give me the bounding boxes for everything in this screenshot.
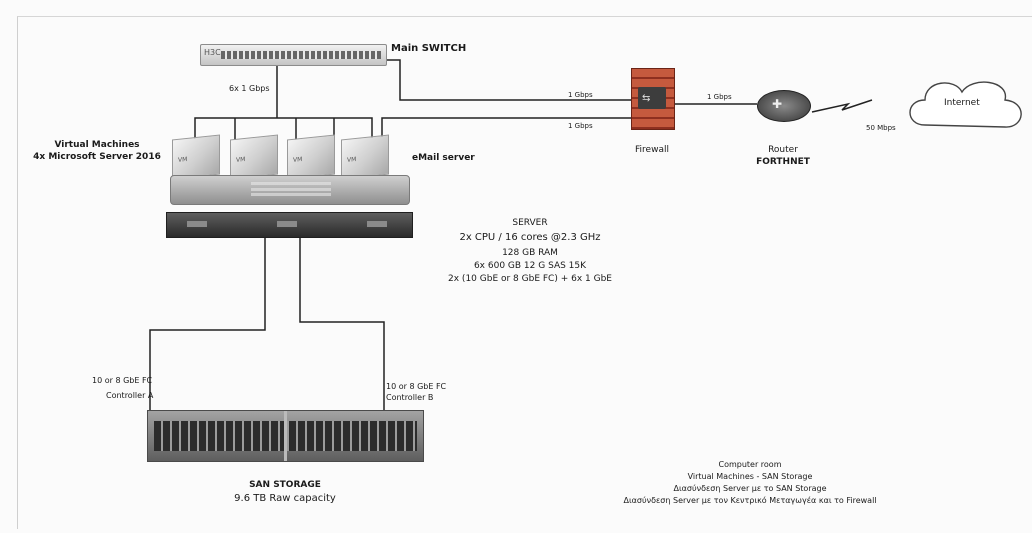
switch-firewall-line: [383, 59, 633, 101]
vm-icon: VM: [287, 134, 335, 180]
switch-firewall-speed: 1 Gbps: [568, 91, 593, 99]
caption-line-1: Computer room: [718, 460, 782, 469]
main-switch-label: Main SWITCH: [391, 43, 467, 54]
email-server-label: eMail server: [412, 153, 475, 163]
internet-label: Internet: [944, 98, 980, 108]
controller-b-speed: 10 or 8 GbE FC: [386, 382, 447, 391]
controller-a-name: Controller A: [106, 391, 154, 400]
firewall-label: Firewall: [635, 145, 669, 155]
server-spec-ram: 128 GB RAM: [502, 248, 558, 258]
vms-title: Virtual Machines: [54, 140, 140, 150]
firewall-icon: ⇆: [631, 68, 675, 130]
caption-line-4: Διασύνδεση Server με τον Κεντρικό Μεταγω…: [623, 496, 877, 505]
hypervisor-host-icon: [170, 175, 410, 205]
caption-line-2: Virtual Machines - SAN Storage: [687, 472, 813, 481]
server-firewall-line: [381, 117, 633, 140]
server-title: SERVER: [512, 218, 548, 228]
router-internet-speed: 50 Mbps: [866, 124, 896, 132]
server-icon: [166, 212, 413, 238]
controller-b-line: [299, 235, 385, 412]
server-spec-disks: 6x 600 GB 12 G SAS 15K: [473, 261, 587, 271]
controller-a-line: [149, 235, 266, 412]
server-spec-network: 2x (10 GbE or 8 GbE FC) + 6x 1 GbE: [448, 274, 612, 284]
caption-line-3: Διασύνδεση Server με το SAN Storage: [673, 484, 827, 493]
san-storage-icon: [147, 410, 424, 462]
vms-subtitle: 4x Microsoft Server 2016: [33, 152, 161, 162]
router-isp-label: FORTHNET: [756, 157, 810, 167]
router-internet-line: [811, 99, 873, 113]
vm-icon: VM: [172, 134, 220, 180]
cloud-icon: [909, 81, 1022, 128]
vm-icon: VM: [341, 134, 389, 180]
diagram-frame: [17, 16, 1032, 529]
controller-b-name: Controller B: [386, 393, 434, 402]
server-spec-cpu: 2x CPU / 16 cores @2.3 GHz: [459, 232, 601, 243]
vm-bus-line: [194, 117, 373, 145]
switch-link-label: 6x 1 Gbps: [229, 84, 270, 93]
switch-icon: H3C: [200, 44, 387, 66]
server-firewall-speed: 1 Gbps: [568, 122, 593, 130]
san-capacity: 9.6 TB Raw capacity: [234, 493, 336, 504]
router-label: Router: [768, 145, 798, 155]
controller-a-speed: 10 or 8 GbE FC: [92, 376, 153, 385]
san-title: SAN STORAGE: [249, 480, 321, 490]
router-icon: ✚: [757, 90, 811, 122]
firewall-router-speed: 1 Gbps: [707, 93, 732, 101]
vm-icon: VM: [230, 134, 278, 180]
